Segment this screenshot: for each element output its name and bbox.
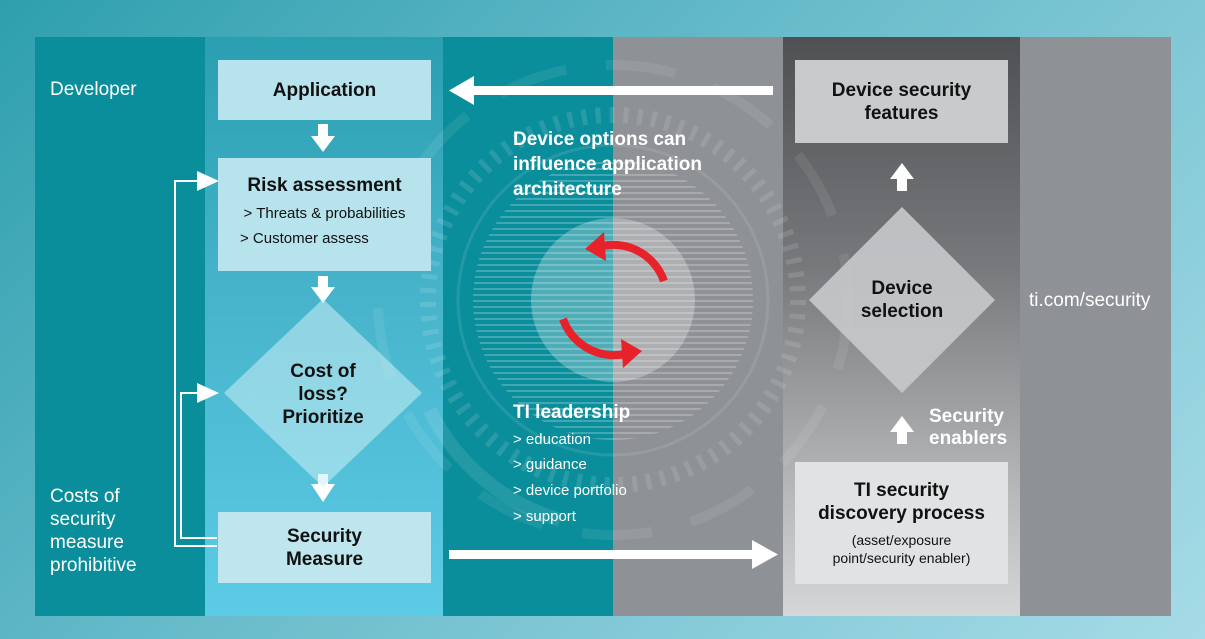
cost-of-loss-text: Cost of loss? Prioritize (282, 360, 364, 428)
ti-leadership-title: TI leadership (513, 402, 631, 423)
arrow-down-1 (311, 124, 335, 152)
leadership-item: > guidance (513, 456, 587, 473)
loop-arrowhead-risk-icon (197, 171, 219, 191)
risk-item: > Threats & probabilities (243, 205, 406, 222)
risk-item: > Customer assess (240, 230, 369, 247)
costs-prohibitive-label: Costs of security measure prohibitive (50, 486, 137, 576)
leadership-item: > device portfolio (513, 482, 627, 499)
cost-diamond-shape (224, 299, 422, 487)
security-enablers-label: Security enablers (929, 406, 1008, 449)
device-options-text: Device options can influence application… (513, 129, 702, 200)
arrow-down-2 (311, 276, 335, 303)
leadership-item: > support (513, 508, 576, 525)
cycle-arrowhead-bottom-icon (621, 339, 642, 368)
striped-disc (473, 160, 753, 440)
leadership-item: > education (513, 431, 591, 448)
developer-label: Developer (50, 79, 137, 100)
security-measure-box: Security Measure (218, 512, 431, 583)
left-teal-panel (35, 37, 205, 616)
ti-security-link[interactable]: ti.com/security (1029, 290, 1151, 311)
device-selection-text: Device selection (860, 278, 944, 322)
selection-diamond-shape (809, 207, 995, 393)
feedback-loop-lines (174, 180, 217, 547)
risk-assessment-title: Risk assessment (247, 175, 402, 196)
application-title: Application (272, 79, 377, 101)
loop-arrowhead-cost-icon (197, 383, 219, 403)
risk-assessment-box: Risk assessment > Threats & probabilitie… (218, 158, 431, 271)
arrow-up-2 (890, 416, 914, 444)
discovery-process-box: TI security discovery process (asset/exp… (795, 462, 1008, 584)
application-box: Application (218, 60, 431, 120)
device-security-features-box: Device security features (795, 60, 1008, 143)
cycle-arrowhead-top-icon (585, 232, 606, 261)
ti-leadership-block: TI leadership > education > guidance > d… (513, 401, 630, 530)
arrow-features-to-application (449, 76, 773, 105)
arrow-measure-to-discovery (449, 540, 778, 569)
arrow-up-1 (890, 163, 914, 191)
cycle-arrows-icon (559, 240, 668, 360)
far-right-gray-panel (1020, 37, 1171, 616)
